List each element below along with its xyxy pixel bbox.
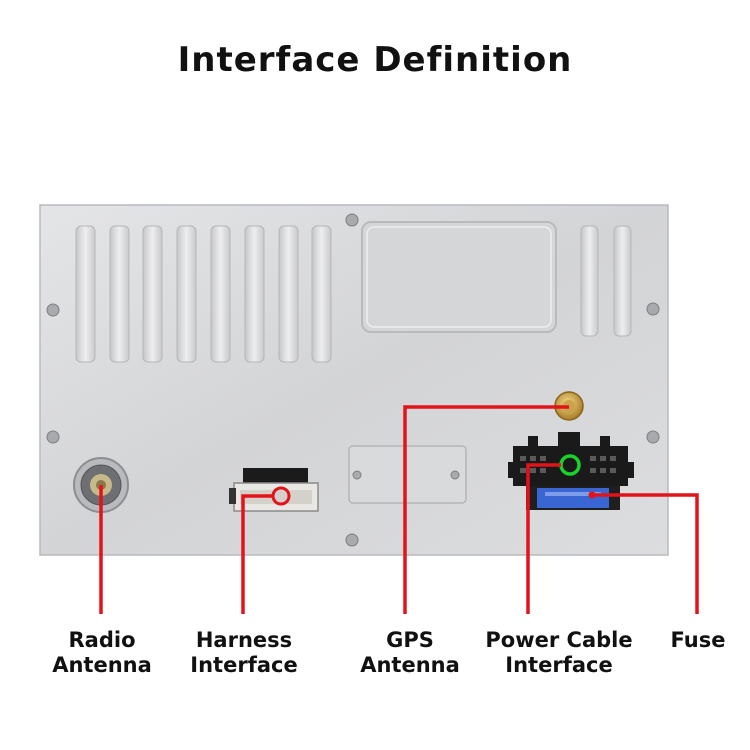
vent-slots-left xyxy=(75,225,332,363)
radio-antenna-label: Radio Antenna xyxy=(52,628,152,677)
harness-connector xyxy=(229,468,319,512)
fuse-label: Fuse xyxy=(670,628,726,652)
page-title: Interface Definition xyxy=(177,40,573,80)
harness-interface-label: Harness Interface xyxy=(190,628,298,677)
callout-lines xyxy=(99,405,699,614)
vent-slots-right xyxy=(580,225,632,337)
fuse-blue xyxy=(537,488,609,508)
embossed-plate xyxy=(361,221,557,333)
gps-antenna-label: GPS Antenna xyxy=(360,628,460,677)
power-cable-interface-label: Power Cable Interface xyxy=(485,628,633,677)
screw-icon xyxy=(46,213,660,547)
cover-plate xyxy=(348,445,467,504)
